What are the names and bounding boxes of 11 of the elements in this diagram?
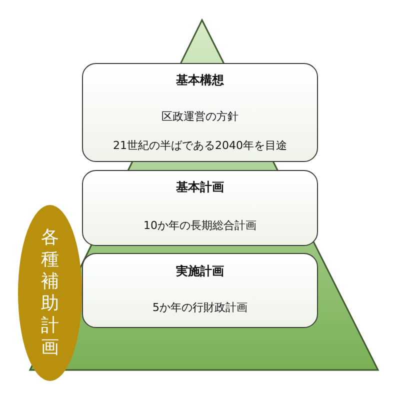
ellipse-label: 各種補助計画: [40, 227, 60, 359]
box-heading: 実施計画: [176, 263, 224, 280]
plan-box: [82, 170, 318, 246]
box-text: 区政運営の方針: [162, 109, 238, 124]
box-text: 5か年の行財政計画: [152, 300, 248, 315]
box-text: 21世紀の半ばである2040年を目途: [113, 138, 287, 153]
plan-box: [82, 63, 318, 162]
plan-box: [82, 253, 318, 328]
box-heading: 基本構想: [176, 72, 224, 89]
box-heading: 基本計画: [176, 179, 224, 196]
box-text: 10か年の長期総合計画: [144, 218, 256, 233]
